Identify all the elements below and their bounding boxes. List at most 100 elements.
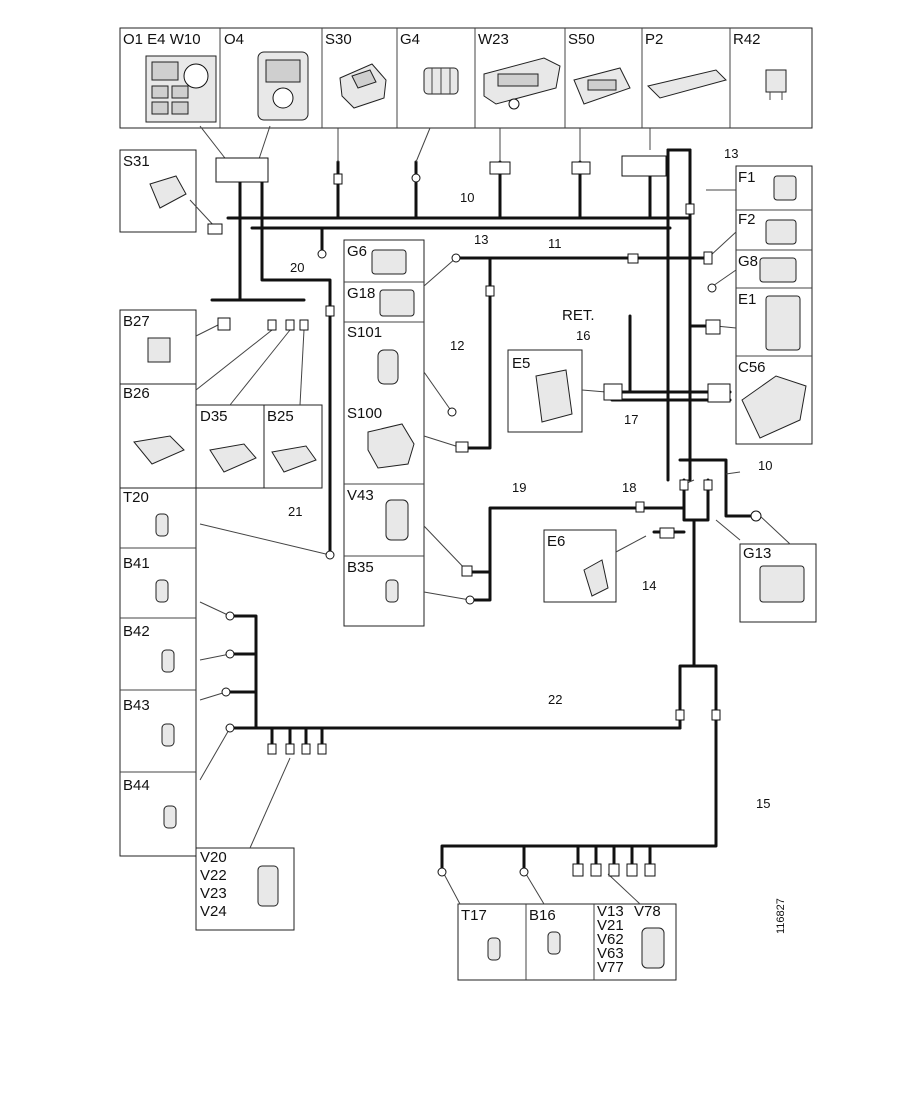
connector-v23 bbox=[301, 743, 311, 755]
connector-w22 bbox=[675, 709, 685, 721]
valve-v20-icon bbox=[257, 865, 279, 907]
switch-s101-icon bbox=[377, 349, 399, 385]
connector-b16 bbox=[519, 867, 529, 877]
valve-v43-icon bbox=[385, 499, 409, 541]
label-d35: D35 bbox=[200, 408, 228, 425]
label-b44: B44 bbox=[123, 777, 150, 794]
label-b25: B25 bbox=[267, 408, 294, 425]
wire-label-22: 22 bbox=[548, 692, 562, 707]
wire-number-labels: 10 13 13 11 20 12 RET. 16 17 10 19 18 21… bbox=[288, 146, 787, 934]
sensor-b42-icon bbox=[161, 649, 175, 673]
connector-w19 bbox=[635, 501, 645, 513]
module-d35-icon bbox=[209, 443, 257, 473]
bottom-component-row: T17 B16 V13 V78 V21 V62 V63 V77 bbox=[457, 903, 677, 981]
connector-b26 bbox=[267, 319, 277, 331]
connector-v62 bbox=[626, 863, 638, 877]
connector-w11 bbox=[451, 253, 461, 263]
valve-v13-icon bbox=[641, 927, 665, 969]
connector-v21 bbox=[608, 863, 620, 877]
leader-lines bbox=[189, 125, 791, 905]
connector-g4 bbox=[411, 173, 421, 183]
connector-v63 bbox=[644, 863, 656, 877]
g13-box: G13 bbox=[739, 543, 817, 623]
label-v13: V13 bbox=[597, 903, 624, 920]
connector-cluster bbox=[215, 157, 269, 183]
connector-w23 bbox=[489, 161, 511, 175]
label-b16: B16 bbox=[529, 907, 556, 924]
right-component-column: F1 F2 G8 E1 C56 bbox=[735, 165, 813, 445]
connector-v20 bbox=[267, 743, 277, 755]
label-t17: T17 bbox=[461, 907, 487, 924]
e5-box: E5 bbox=[507, 349, 583, 433]
label-s50: S50 bbox=[568, 31, 595, 48]
connector-b35 bbox=[465, 595, 475, 605]
connector-v43 bbox=[461, 565, 473, 577]
wire-label-14: 14 bbox=[642, 578, 656, 593]
label-c56: C56 bbox=[738, 359, 766, 376]
wire-label-20: 20 bbox=[290, 260, 304, 275]
sensor-b16-icon bbox=[547, 931, 561, 955]
connector-g13 bbox=[750, 510, 762, 522]
connector-v13 bbox=[572, 863, 584, 877]
connector-s30 bbox=[333, 173, 343, 185]
wire-label-12: 12 bbox=[450, 338, 464, 353]
fuse-g4-icon bbox=[423, 67, 459, 95]
module-e1-icon bbox=[765, 295, 801, 351]
label-o4: O4 bbox=[224, 31, 244, 48]
module-e5-icon bbox=[535, 369, 573, 423]
wire-label-13-top: 13 bbox=[724, 146, 738, 161]
sensor-b41-icon bbox=[155, 579, 169, 603]
radio-w23-icon bbox=[483, 57, 561, 110]
sensor-t17-icon bbox=[487, 937, 501, 961]
label-v20: V20 bbox=[200, 849, 227, 866]
connector-w12 bbox=[485, 285, 495, 297]
connector-g8 bbox=[707, 283, 717, 293]
connector-e5 bbox=[603, 383, 623, 401]
label-w23: W23 bbox=[478, 31, 509, 48]
wire-label-17: 17 bbox=[624, 412, 638, 427]
sensor-t20-icon bbox=[155, 513, 169, 537]
connector-f1 bbox=[685, 203, 695, 215]
b26-d35-b25-box: B26 D35 B25 bbox=[119, 383, 323, 489]
label-v78: V78 bbox=[634, 903, 661, 920]
connector-w11-end bbox=[627, 253, 639, 264]
label-b41: B41 bbox=[123, 555, 150, 572]
connector-f2 bbox=[703, 251, 713, 265]
label-b42: B42 bbox=[123, 623, 150, 640]
label-o1-e4-w10: O1 E4 W10 bbox=[123, 31, 201, 48]
figure-code: 116827 bbox=[775, 898, 787, 934]
panel-p2-icon bbox=[647, 69, 727, 99]
wire-label-21: 21 bbox=[288, 504, 302, 519]
v20-group-box: V20 V22 V23 V24 bbox=[195, 847, 295, 931]
fuse-f2-icon bbox=[765, 219, 797, 245]
label-b27: B27 bbox=[123, 313, 150, 330]
label-b43: B43 bbox=[123, 697, 150, 714]
connector-b27 bbox=[217, 317, 231, 331]
connector-p2 bbox=[621, 155, 667, 177]
label-g18: G18 bbox=[347, 285, 375, 302]
connector-b44 bbox=[225, 723, 235, 733]
fuse-g6-icon bbox=[371, 249, 407, 275]
label-f2: F2 bbox=[738, 211, 756, 228]
label-s31: S31 bbox=[123, 153, 150, 170]
s31-box: S31 bbox=[119, 149, 197, 233]
switch-s50-icon bbox=[573, 67, 631, 105]
connector-s101-lead bbox=[447, 407, 457, 417]
battery-c56-icon bbox=[741, 375, 807, 439]
switch-s30-icon bbox=[339, 63, 387, 109]
switch-s31-icon bbox=[149, 175, 187, 209]
label-g8: G8 bbox=[738, 253, 758, 270]
display-panel-icon bbox=[257, 51, 309, 121]
label-f1: F1 bbox=[738, 169, 756, 186]
connector-v24 bbox=[317, 743, 327, 755]
connector-s50 bbox=[571, 161, 591, 175]
label-v63: V63 bbox=[597, 945, 624, 962]
label-g4: G4 bbox=[400, 31, 420, 48]
connector-j18a bbox=[679, 479, 689, 491]
sensor-b43-icon bbox=[161, 723, 175, 747]
label-b35: B35 bbox=[347, 559, 374, 576]
sensor-b35-icon bbox=[385, 579, 399, 603]
label-v77: V77 bbox=[597, 959, 624, 976]
connector-s31 bbox=[207, 223, 223, 235]
